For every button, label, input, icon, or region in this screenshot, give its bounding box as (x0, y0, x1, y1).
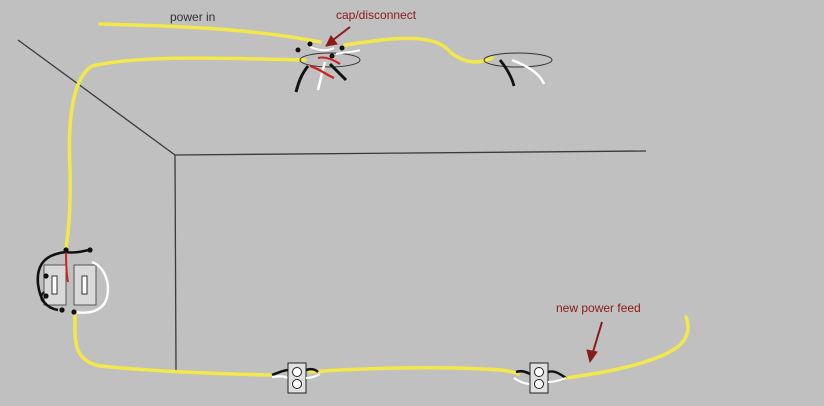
receptacle-1-outlet-top (292, 367, 302, 377)
wire-cap (329, 53, 335, 59)
switch-toggle-left (51, 275, 58, 295)
switch-box (36, 247, 110, 315)
receptacle-1-out-white (305, 373, 321, 379)
switch-black-jumper (65, 248, 91, 254)
receptacle-2-white-wire (513, 377, 531, 386)
junction-black-wire (294, 65, 310, 93)
ceiling-back-edge (174, 150, 647, 156)
receptacle-1-white-wire (271, 375, 289, 380)
fixture-black-wire (498, 59, 516, 87)
wire-cap (339, 45, 345, 51)
junction-box-outline (299, 52, 361, 68)
wall-outline (17, 39, 647, 371)
terminal-screw (59, 307, 65, 313)
yellow-cables (64, 22, 690, 380)
wire-cap (295, 47, 301, 53)
receptacle-1 (271, 362, 321, 394)
cap-disconnect-arrowhead (325, 35, 338, 47)
cap-disconnect-label: cap/disconnect (336, 8, 417, 22)
switch-black-lead (40, 291, 47, 305)
junction-white-wire-2 (335, 49, 361, 55)
wall-corner-edge (174, 154, 177, 371)
switch-red-wire (65, 249, 69, 283)
junction-black-wire-2 (328, 62, 348, 82)
junction-white-wire-3 (309, 46, 335, 52)
cap-disconnect-arrow-shaft (332, 26, 351, 41)
new-power-feed-label: new power feed (556, 301, 641, 315)
ceiling-fixture-box (483, 52, 553, 87)
new-power-feed-cable (564, 315, 690, 380)
switch-to-receptacle-cable (73, 310, 274, 377)
terminal-screw (43, 293, 49, 299)
junction-red-wire-2 (317, 56, 341, 65)
power-in-cable (98, 22, 322, 44)
switch-black-loop (36, 250, 67, 312)
terminal-screw (87, 247, 93, 253)
receptacle-2-black-wire (515, 369, 531, 376)
power-in-label: power in (170, 10, 215, 24)
junction-box (294, 41, 361, 93)
annotation-arrows (325, 26, 603, 364)
receptacle-2-out-white (547, 377, 567, 383)
fixture-white-wire (511, 58, 546, 85)
ceiling-wall-edge (17, 39, 176, 156)
receptacle-1-black-wire (271, 368, 289, 377)
new-power-feed-arrow-shaft (592, 321, 603, 353)
receptacle-2-outlet-bottom (534, 379, 544, 389)
terminal-screw (63, 247, 69, 253)
receptacle-2 (513, 362, 567, 394)
switch-white-loop (73, 260, 110, 314)
wire-cap (307, 41, 313, 47)
receptacle-to-receptacle-cable (308, 366, 520, 376)
junction-to-switch-cable (64, 56, 307, 250)
receptacle-2-out-black (547, 370, 567, 379)
junction-to-ceiling-fixture-cable (343, 36, 494, 64)
receptacle-2-outlet-top (534, 367, 544, 377)
junction-white-wire (316, 61, 327, 91)
junction-red-wire (309, 64, 335, 80)
new-power-feed-arrowhead (586, 349, 598, 364)
terminal-screw (43, 273, 49, 279)
receptacle-1-out-black (305, 367, 319, 373)
terminal-screw (71, 309, 77, 315)
fixture-box-outline (483, 52, 553, 68)
switch-toggle-right (81, 275, 88, 295)
receptacle-1-outlet-bottom (292, 379, 302, 389)
